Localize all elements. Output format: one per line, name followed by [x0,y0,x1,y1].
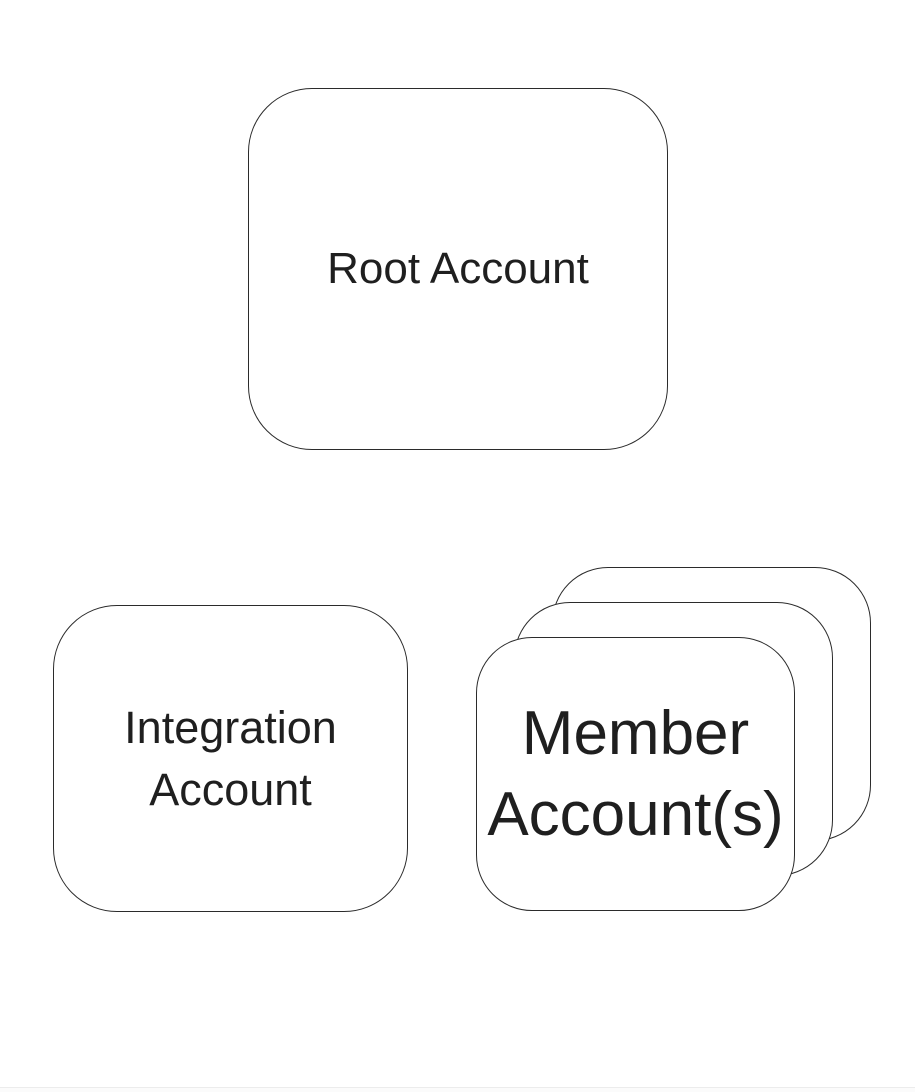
node-integration-account: Integration Account [53,605,408,912]
integration-account-label-line2: Account [149,763,312,815]
node-root-account: Root Account [248,88,668,450]
member-accounts-label-line1: Member [521,699,750,768]
node-member-accounts: Member Account(s) [476,637,795,911]
bottom-divider-line [0,1087,915,1088]
bottom-strip [0,1088,915,1092]
integration-account-label-line1: Integration [124,701,337,753]
root-account-label: Root Account [327,244,589,293]
member-accounts-label-line2: Account(s) [487,780,784,849]
